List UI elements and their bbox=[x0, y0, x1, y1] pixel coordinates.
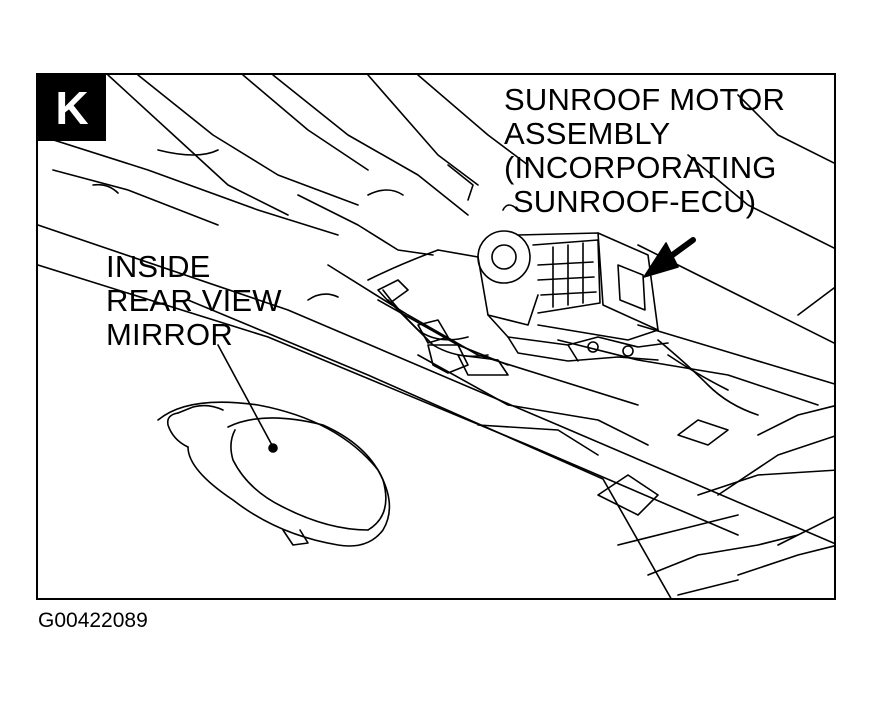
figure-id: G00422089 bbox=[38, 609, 148, 632]
rear-view-mirror bbox=[157, 401, 391, 547]
sunroof-motor-label: SUNROOF MOTOR ASSEMBLY (INCORPORATING SU… bbox=[504, 82, 786, 219]
pointer-arrowhead bbox=[643, 242, 679, 278]
roof-interior-illustration bbox=[38, 75, 834, 598]
sunroof-motor-assembly bbox=[367, 230, 669, 362]
diagram-frame: K SUNROOF MOTOR ASSEMBLY (INCORPORATING … bbox=[36, 73, 836, 600]
panel-letter-badge: K bbox=[38, 75, 106, 141]
roof-structure-lines bbox=[38, 75, 834, 598]
wiring-harness bbox=[377, 279, 759, 416]
side-trim-lines bbox=[647, 435, 834, 596]
rear-view-mirror-label: INSIDE REAR VIEW MIRROR bbox=[106, 249, 282, 352]
leader-lines bbox=[217, 237, 696, 448]
